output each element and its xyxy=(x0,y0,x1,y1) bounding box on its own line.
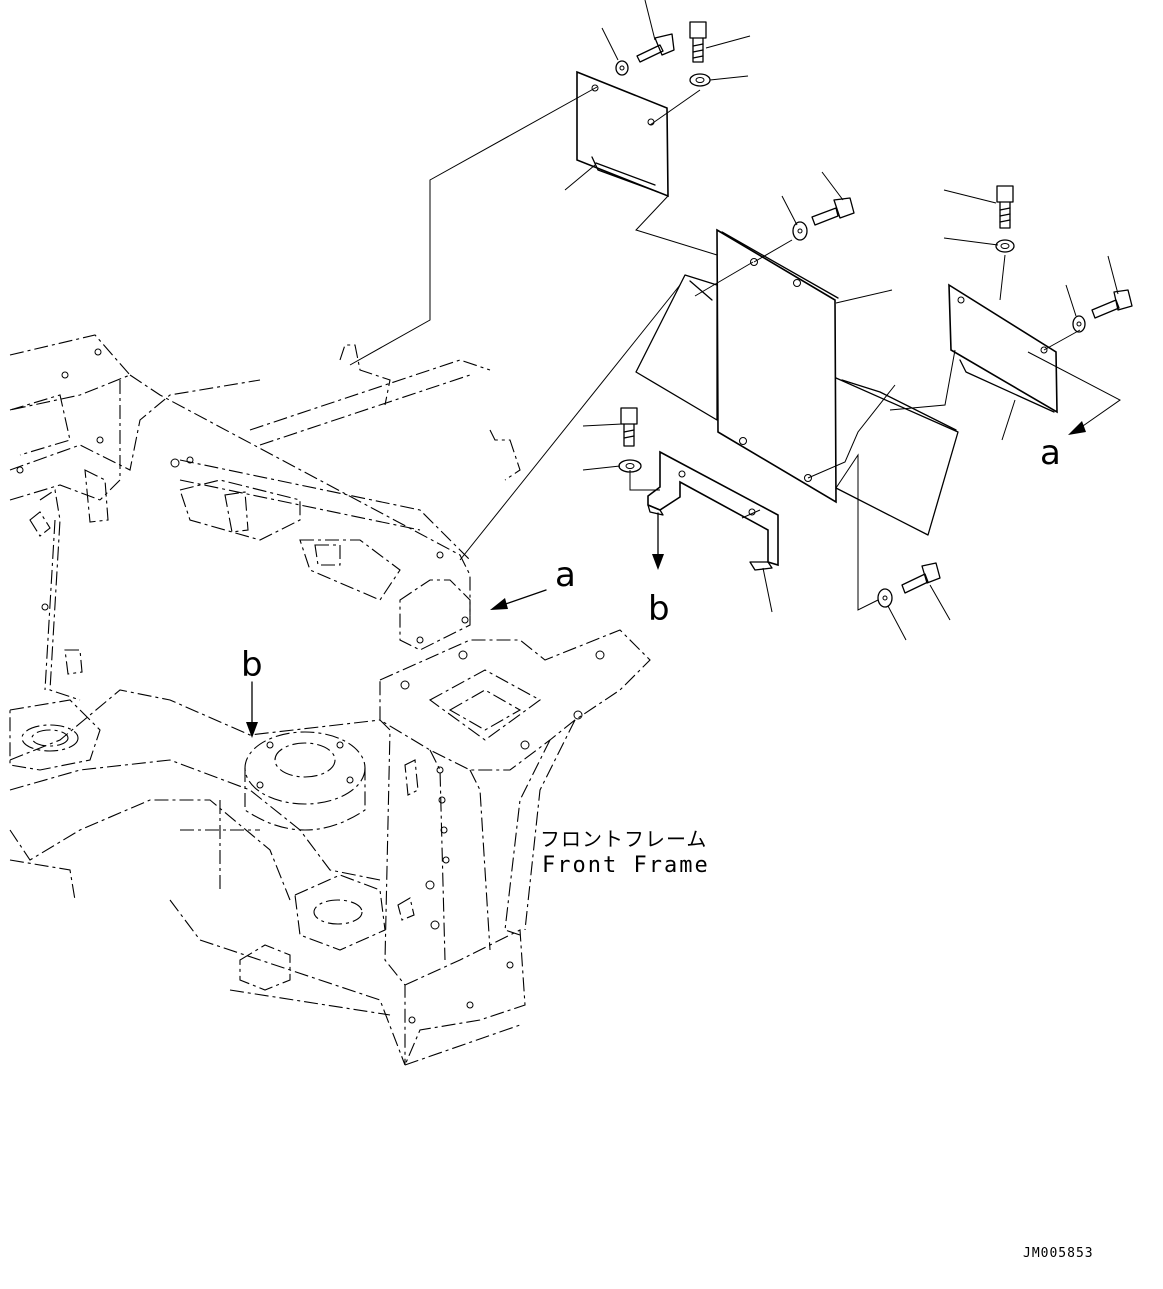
rubber-seal xyxy=(635,274,959,536)
view-label-b-part: b xyxy=(648,589,670,629)
leader-lines xyxy=(564,0,1119,641)
view-label-a-frame: a xyxy=(555,555,576,595)
bolts-and-washers xyxy=(615,21,1133,608)
washer-icon xyxy=(689,73,711,87)
view-arrow-b-part xyxy=(652,512,664,570)
bolt-icon xyxy=(620,407,638,447)
washer-icon xyxy=(995,239,1015,253)
cover-plate-main xyxy=(716,228,839,504)
front-frame-label-en: Front Frame xyxy=(542,853,710,878)
front-frame-label-jp: フロントフレーム xyxy=(540,827,707,851)
washer-icon xyxy=(1072,315,1086,333)
view-arrow-b-frame xyxy=(246,681,258,738)
bracket-lower xyxy=(647,450,779,571)
view-label-b-frame: b xyxy=(241,645,263,685)
washer-icon xyxy=(615,60,629,76)
cover-plate-right xyxy=(948,283,1058,414)
bolt-icon xyxy=(1091,289,1133,319)
bolt-icon xyxy=(689,21,707,63)
front-frame xyxy=(9,334,651,1066)
view-arrow-a-frame xyxy=(490,589,547,610)
drawing-code: JM005853 xyxy=(1023,1246,1094,1261)
view-label-a-part: a xyxy=(1040,433,1061,473)
bolt-icon xyxy=(996,185,1014,229)
bolt-icon xyxy=(811,197,855,226)
washer-icon xyxy=(877,588,893,608)
bolt-icon xyxy=(636,33,675,63)
bolt-icon xyxy=(901,562,941,594)
washer-icon xyxy=(792,221,808,241)
assembly-lines xyxy=(349,86,1081,611)
view-arrow-a-part xyxy=(1027,351,1121,435)
